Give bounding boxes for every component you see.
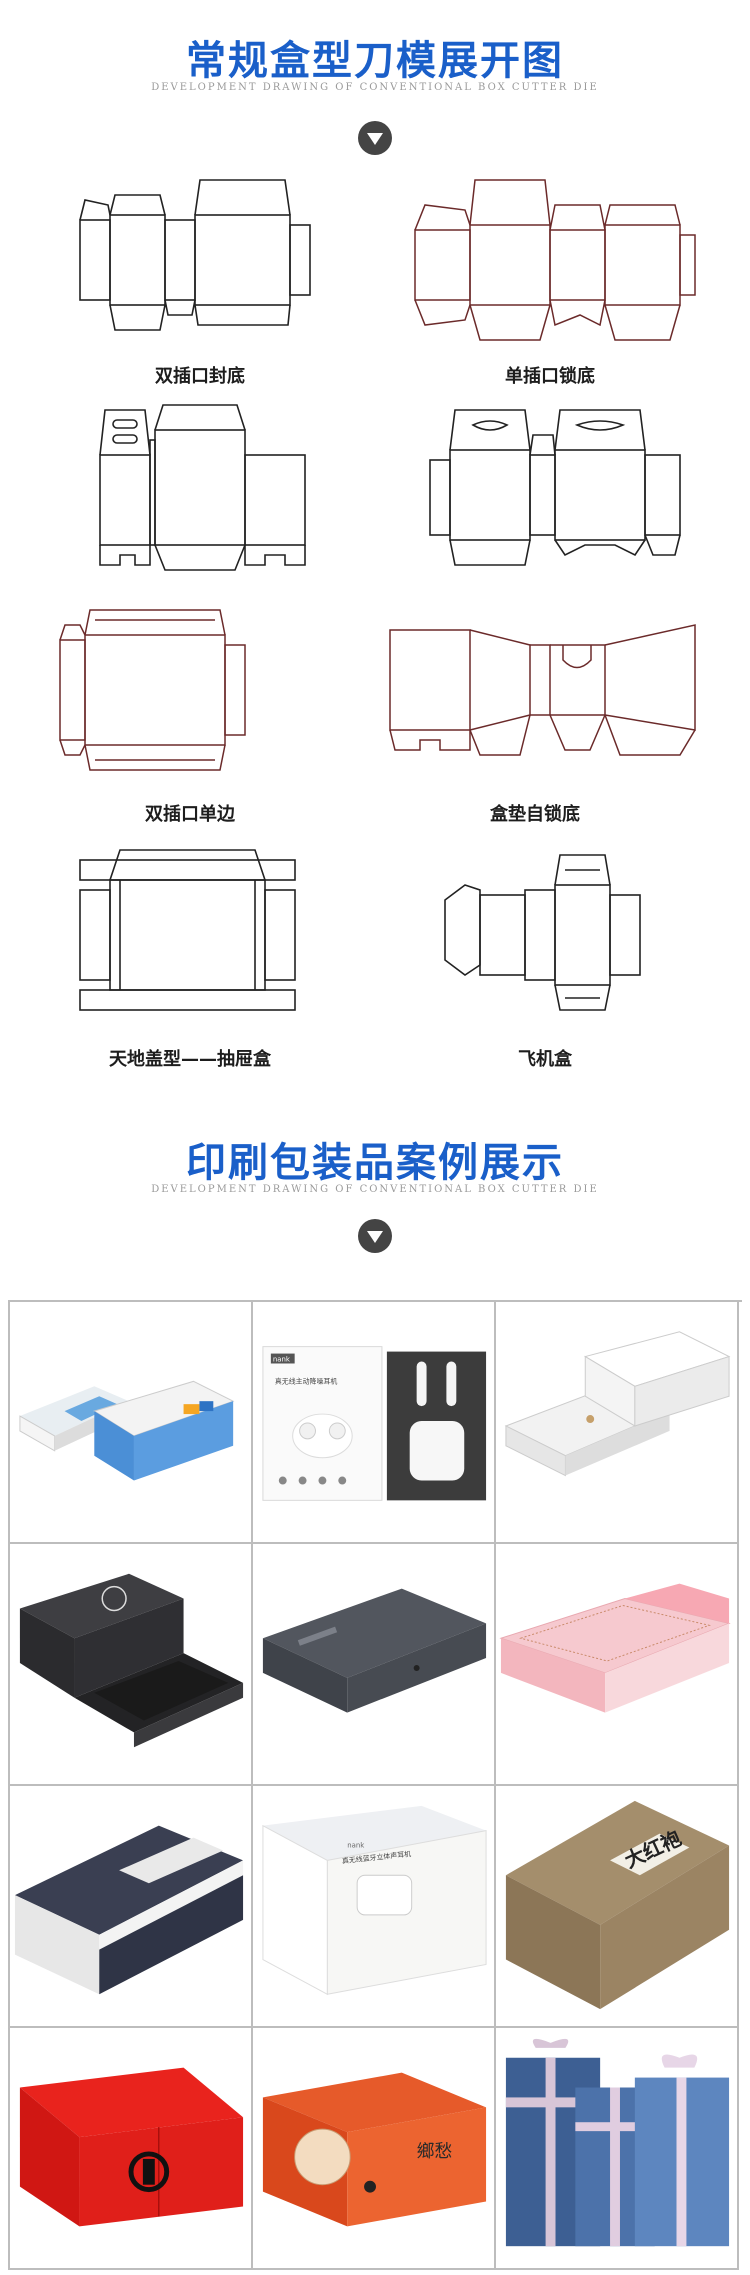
- product-photo-orange-gift-box[interactable]: 鄉愁: [253, 2028, 496, 2270]
- earphone-title-text: 真无线主动降噪耳机: [275, 1376, 338, 1385]
- die-diagram-drawer-box: [70, 845, 305, 1025]
- product-photo-blue-phone-box[interactable]: [10, 1302, 253, 1544]
- chevron-down-icon: [357, 1218, 393, 1254]
- section-title-showcase: 印刷包装品案例展示: [186, 1140, 564, 1186]
- product-photo-earphone-box[interactable]: nank 真无线主动降噪耳机: [253, 1302, 496, 1544]
- diagram-label-2: 单插口锁底: [505, 366, 595, 387]
- die-diagram-single-tuck-lock-bottom: [405, 175, 700, 350]
- section-title-die-drawings: 常规盒型刀模展开图: [186, 38, 564, 84]
- die-diagram-handle-box-lock: [425, 405, 690, 575]
- product-photo-navy-magnetic-box[interactable]: [10, 1786, 253, 2028]
- diagram-label-8: 飞机盒: [518, 1049, 572, 1070]
- product-photo-black-foam-box[interactable]: [10, 1544, 253, 1786]
- section-subtitle-die-drawings: DEVELOPMENT DRAWING OF CONVENTIONAL BOX …: [151, 82, 599, 93]
- product-photo-white-drawer-box[interactable]: [496, 1302, 739, 1544]
- die-diagram-mailer-box: [440, 850, 650, 1020]
- diagram-label-1: 双插口封底: [155, 366, 245, 387]
- product-showcase-grid: nank 真无线主动降噪耳机: [8, 1300, 742, 2270]
- earphone-brand2-text: nank: [347, 1841, 364, 1849]
- die-diagram-handle-box: [85, 400, 320, 580]
- product-photo-blue-ribbon-boxes[interactable]: [496, 2028, 739, 2270]
- product-photo-gray-drawer-box[interactable]: [253, 1544, 496, 1786]
- chevron-down-icon: [357, 120, 393, 156]
- section-subtitle-showcase: DEVELOPMENT DRAWING OF CONVENTIONAL BOX …: [151, 1184, 599, 1195]
- diagram-label-7: 天地盖型——抽屉盒: [109, 1049, 271, 1070]
- die-diagram-double-tuck-single-side: [50, 600, 310, 780]
- product-photo-white-earphone-box[interactable]: nank 真无线蓝牙立体声耳机: [253, 1786, 496, 2028]
- earphone-brand-text: nank: [273, 1356, 290, 1364]
- gift-label-text: 鄉愁: [417, 2141, 453, 2162]
- die-diagram-double-tuck-bottom: [70, 175, 330, 345]
- product-photo-kraft-tea-box[interactable]: 大红袍: [496, 1786, 739, 2028]
- die-diagram-tray-self-lock-bottom: [385, 620, 705, 765]
- product-photo-red-logo-box[interactable]: [10, 2028, 253, 2270]
- diagram-label-6: 盒垫自锁底: [490, 804, 580, 825]
- diagram-label-5: 双插口单边: [145, 804, 235, 825]
- product-photo-pink-drawer-box[interactable]: [496, 1544, 739, 1786]
